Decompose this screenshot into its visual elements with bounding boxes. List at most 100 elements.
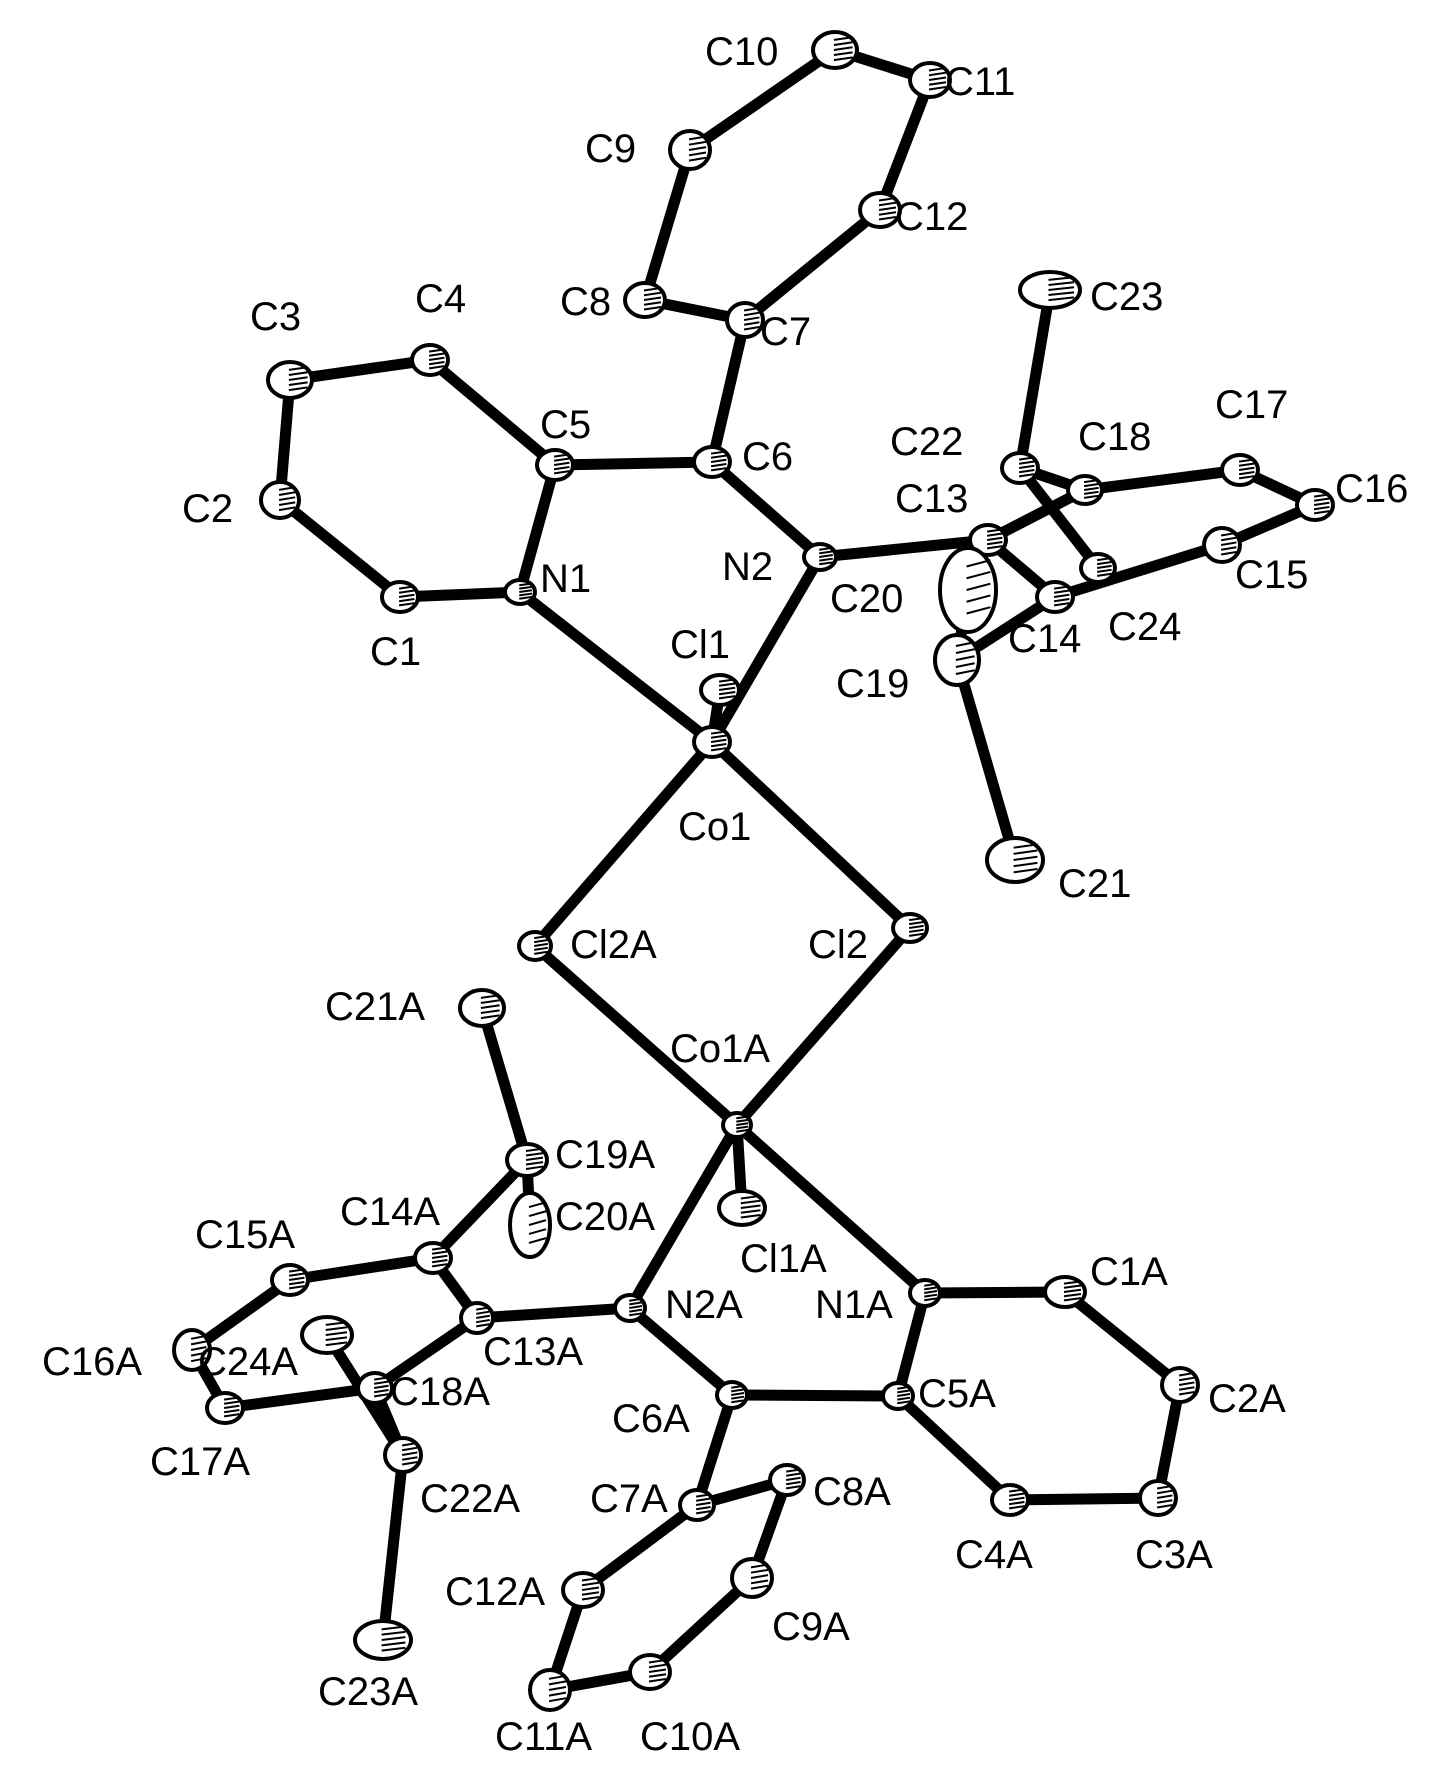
- ellipsoid-hatch: [1008, 1492, 1025, 1497]
- ellipsoid-hatch: [688, 146, 707, 151]
- ellipsoid-hatch: [928, 76, 947, 81]
- atom-C19A: [505, 1142, 549, 1178]
- ellipsoid-hatch: [381, 1636, 406, 1641]
- atom-C14: [1035, 580, 1075, 614]
- ellipsoid-hatch: [428, 352, 445, 357]
- bond-C22A-C23A: [377, 1449, 409, 1646]
- ellipsoid-hatch: [710, 742, 727, 748]
- ellipsoid-hatch: [528, 1237, 547, 1244]
- atoms-layer: [172, 30, 1335, 1712]
- ellipsoid-hatch: [1013, 849, 1038, 855]
- atom-label-C11: C11: [945, 60, 1015, 104]
- ellipsoid-hatch: [1084, 494, 1099, 499]
- atom-label-N2: N2: [722, 545, 773, 589]
- atom-C10A: [628, 1653, 672, 1691]
- atom-C1: [380, 580, 420, 614]
- ellipsoid-hatch: [1018, 473, 1035, 478]
- ellipsoid-hatch: [1048, 291, 1075, 297]
- ellipsoid-hatch: [718, 682, 736, 687]
- atom-label-C19: C19: [836, 662, 909, 706]
- ellipsoid-hatch: [710, 747, 727, 752]
- ellipsoid-hatch: [688, 156, 707, 162]
- ellipsoid-hatch: [223, 1413, 240, 1418]
- ellipsoid-hatch: [740, 1194, 761, 1200]
- ellipsoid-hatch: [736, 1122, 749, 1126]
- ellipsoid-hatch: [528, 1201, 547, 1209]
- ellipsoid-hatch: [1018, 464, 1035, 469]
- ellipsoid-hatch: [736, 1125, 749, 1130]
- atom-label-Co1: Co1: [678, 805, 751, 849]
- ellipsoid-hatch: [819, 561, 833, 566]
- bond-Co1-Cl2: [706, 736, 916, 934]
- ellipsoid-hatch: [966, 570, 991, 580]
- ellipsoid-hatch: [1097, 564, 1112, 569]
- ellipsoid-hatch: [581, 1586, 600, 1591]
- ellipsoid-hatch: [519, 582, 533, 587]
- atom-C14A: [413, 1241, 453, 1275]
- atom-label-C9A: C9A: [772, 1605, 850, 1649]
- ellipsoid-hatch: [373, 1380, 389, 1385]
- ellipsoid-hatch: [909, 928, 924, 933]
- ellipsoid-hatch: [1084, 486, 1099, 491]
- ellipsoid-hatch: [398, 602, 415, 607]
- ellipsoid-hatch: [528, 1210, 547, 1218]
- ellipsoid-hatch: [1220, 536, 1237, 542]
- ellipsoid-hatch: [629, 1308, 643, 1313]
- ellipsoid-hatch: [648, 1673, 667, 1678]
- ellipsoid-hatch: [1156, 1499, 1173, 1504]
- atom-Co1: [692, 725, 732, 759]
- ellipsoid-hatch: [476, 1306, 490, 1311]
- atom-label-C11A: C11A: [495, 1715, 592, 1759]
- ellipsoid-hatch: [740, 1199, 761, 1205]
- bond-C9A-C10A: [644, 1572, 758, 1678]
- ellipsoid-hatch: [288, 376, 308, 381]
- ellipsoid-hatch: [548, 1680, 567, 1686]
- ellipsoid-hatch: [743, 311, 760, 317]
- bond-C6A-N2A: [624, 1302, 738, 1401]
- ellipsoid-hatch: [643, 301, 662, 306]
- ellipsoid-hatch: [955, 641, 975, 647]
- ellipsoid-hatch: [731, 1399, 745, 1404]
- atom-label-C1: C1: [370, 630, 421, 674]
- ellipsoid-hatch: [1238, 470, 1255, 476]
- ellipsoid-hatch: [476, 1310, 490, 1315]
- ellipsoid-hatch: [710, 454, 727, 459]
- bond-C12A-C7A: [577, 1499, 703, 1596]
- ellipsoid-hatch: [548, 1674, 567, 1680]
- bond-C1A-C2A: [1059, 1286, 1186, 1391]
- bond-C17-C18: [1079, 464, 1246, 496]
- ellipsoid-hatch: [190, 1357, 207, 1363]
- atom-C8A: [768, 1463, 806, 1497]
- atom-label-C3A: C3A: [1135, 1533, 1213, 1577]
- atom-label-C2: C2: [182, 487, 233, 531]
- atom-N2A: [613, 1293, 647, 1323]
- ellipsoid-hatch: [553, 453, 570, 458]
- ellipsoid-hatch: [1220, 541, 1237, 546]
- ellipsoid-hatch: [428, 360, 445, 366]
- bond-C14A-C19A: [427, 1154, 533, 1264]
- atom-label-C5A: C5A: [918, 1372, 996, 1416]
- ellipsoid-hatch: [743, 325, 760, 331]
- atom-label-C7A: C7A: [590, 1477, 668, 1521]
- ellipsoid-hatch: [955, 662, 975, 668]
- atom-C18: [1066, 474, 1104, 506]
- ellipsoid-hatch: [718, 690, 736, 696]
- ellipsoid-hatch: [695, 1501, 711, 1506]
- atom-N2: [802, 542, 838, 572]
- atom-label-C17A: C17A: [150, 1440, 250, 1484]
- ellipsoid-hatch: [1013, 868, 1038, 874]
- bond-C12-C7: [739, 204, 886, 326]
- ellipsoid-hatch: [1178, 1371, 1195, 1377]
- ellipsoid-hatch: [534, 942, 548, 947]
- ellipsoid-hatch: [431, 1263, 448, 1268]
- ellipsoid-hatch: [548, 1691, 567, 1697]
- bond-N2A-C13A: [471, 1302, 636, 1324]
- ellipsoid-hatch: [1178, 1386, 1195, 1391]
- ellipsoid-hatch: [553, 465, 570, 471]
- atom-label-Cl1: Cl1: [670, 623, 730, 667]
- atom-C5: [535, 448, 575, 482]
- ellipsoid-hatch: [629, 1312, 643, 1317]
- ellipsoid-hatch: [1053, 593, 1070, 598]
- atom-C15A: [270, 1263, 310, 1297]
- ellipsoid-hatch: [1048, 281, 1075, 286]
